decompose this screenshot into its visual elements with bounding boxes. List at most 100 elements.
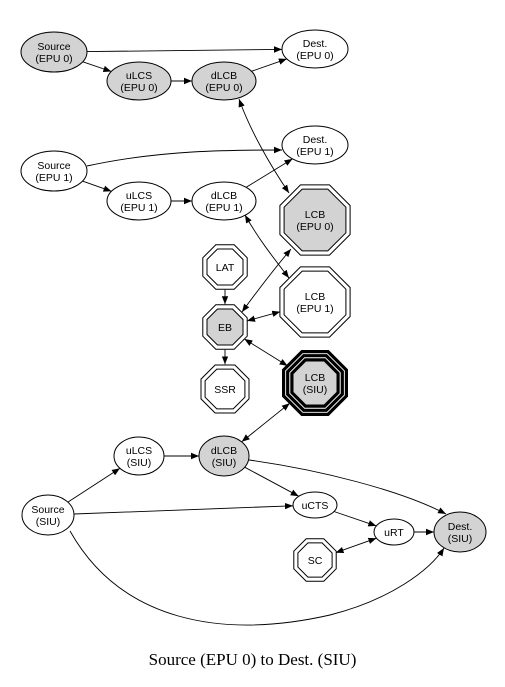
node-urt: uRT bbox=[373, 518, 415, 546]
edge-eb-to-lcb-epu0 bbox=[241, 248, 292, 313]
node-dlcb-epu1: dLCB(EPU 1) bbox=[191, 181, 257, 221]
edge-dlcb-epu0-to-lcb-epu0 bbox=[238, 98, 290, 194]
node-label: LCB bbox=[305, 291, 325, 303]
edge-src-epu1-to-dst-epu1 bbox=[86, 146, 283, 167]
node-label: (EPU 1) bbox=[296, 146, 333, 158]
node-shape-ring bbox=[206, 308, 244, 346]
node-shape-ring bbox=[283, 188, 347, 252]
edge-dlcb-epu0-to-dst-epu0 bbox=[251, 58, 287, 72]
edge-dlcb-siu-to-dst-siu bbox=[248, 459, 447, 515]
node-sc: SC bbox=[293, 538, 337, 582]
node-shape bbox=[20, 150, 88, 192]
node-ucts: uCTS bbox=[292, 491, 338, 519]
edge-src-epu0-to-dst-epu0 bbox=[86, 46, 283, 53]
node-label: Dest. bbox=[303, 38, 328, 50]
node-label: Dest. bbox=[303, 134, 328, 146]
node-label: (EPU 0) bbox=[120, 82, 157, 94]
node-dst-epu1: Dest.(EPU 1) bbox=[281, 125, 349, 165]
node-label: uLCS bbox=[126, 70, 152, 82]
node-shape bbox=[281, 29, 349, 69]
node-label: (EPU 1) bbox=[296, 303, 333, 315]
node-shape-ring bbox=[290, 358, 340, 408]
node-shape-ring bbox=[283, 270, 347, 334]
node-src-epu0: Source(EPU 0) bbox=[20, 31, 88, 73]
node-label: (SIU) bbox=[448, 533, 473, 545]
node-shape bbox=[106, 181, 172, 221]
edge-sc-to-urt bbox=[335, 537, 377, 554]
node-shape-ring bbox=[297, 542, 333, 578]
node-label: uCTS bbox=[302, 500, 329, 512]
edge-src-siu-to-ulcs-siu bbox=[67, 467, 121, 503]
node-shape bbox=[191, 181, 257, 221]
node-src-epu1: Source(EPU 1) bbox=[20, 150, 88, 192]
node-label: (EPU 0) bbox=[296, 221, 333, 233]
node-label: Source bbox=[31, 504, 64, 516]
node-dst-siu: Dest.(SIU) bbox=[433, 511, 487, 553]
node-ulcs-siu: uLCS(SIU) bbox=[113, 436, 165, 476]
dataflow-diagram: Source(EPU 0)Dest.(EPU 0)uLCS(EPU 0)dLCB… bbox=[20, 29, 487, 626]
node-label: Source bbox=[37, 41, 70, 53]
node-label: uLCS bbox=[126, 190, 152, 202]
node-shape bbox=[21, 494, 75, 536]
node-label: uRT bbox=[384, 527, 404, 539]
node-label: dLCB bbox=[211, 445, 237, 457]
edge-src-epu1-to-ulcs-epu1 bbox=[82, 180, 112, 192]
node-label: (EPU 0) bbox=[205, 82, 242, 94]
node-src-siu: Source(SIU) bbox=[21, 494, 75, 536]
node-shape bbox=[198, 435, 250, 477]
node-label: (EPU 0) bbox=[296, 50, 333, 62]
node-label: Source bbox=[37, 160, 70, 172]
node-shape bbox=[373, 518, 415, 546]
node-label: (EPU 0) bbox=[35, 53, 72, 65]
node-label: EB bbox=[218, 322, 232, 334]
node-ulcs-epu1: uLCS(EPU 1) bbox=[106, 181, 172, 221]
node-ulcs-epu0: uLCS(EPU 0) bbox=[106, 61, 172, 101]
node-dlcb-epu0: dLCB(EPU 0) bbox=[191, 61, 257, 101]
edge-dlcb-epu1-to-dst-epu1 bbox=[245, 158, 293, 188]
node-shape bbox=[20, 31, 88, 73]
node-shape bbox=[113, 436, 165, 476]
edge-dlcb-siu-to-ucts bbox=[244, 466, 299, 497]
node-shape-ring bbox=[204, 368, 246, 410]
node-eb: EB bbox=[202, 304, 248, 350]
node-label: (EPU 1) bbox=[205, 202, 242, 214]
node-label: (SIU) bbox=[36, 516, 61, 528]
node-label: LAT bbox=[216, 262, 235, 274]
node-label: (EPU 1) bbox=[35, 172, 72, 184]
node-shape bbox=[191, 61, 257, 101]
edge-ucts-to-urt bbox=[333, 511, 377, 527]
edge-src-siu-to-ucts bbox=[73, 502, 294, 515]
edges bbox=[67, 46, 447, 626]
node-label: LCB bbox=[305, 372, 325, 384]
node-label: Dest. bbox=[448, 521, 473, 533]
node-label: LCB bbox=[305, 209, 325, 221]
node-ssr: SSR bbox=[200, 364, 250, 414]
edge-src-epu0-to-ulcs-epu0 bbox=[82, 61, 112, 72]
node-label: (SIU) bbox=[212, 457, 237, 469]
node-shape bbox=[106, 61, 172, 101]
edge-eb-to-lcb-epu1 bbox=[246, 310, 281, 322]
node-shape-ring bbox=[206, 248, 244, 286]
node-lcb-epu1: LCB(EPU 1) bbox=[279, 266, 351, 338]
node-lat: LAT bbox=[202, 244, 248, 290]
edge-dlcb-siu-to-lcb-siu bbox=[241, 402, 291, 443]
node-label: uLCS bbox=[126, 445, 152, 457]
node-label: (EPU 1) bbox=[120, 202, 157, 214]
node-shape bbox=[292, 491, 338, 519]
edge-src-siu-to-dst-siu bbox=[69, 530, 445, 626]
node-label: (SIU) bbox=[127, 457, 152, 469]
node-label: dLCB bbox=[211, 70, 237, 82]
node-lcb-epu0: LCB(EPU 0) bbox=[279, 184, 351, 256]
node-label: SSR bbox=[214, 384, 236, 396]
nodes: Source(EPU 0)Dest.(EPU 0)uLCS(EPU 0)dLCB… bbox=[20, 29, 487, 582]
node-dlcb-siu: dLCB(SIU) bbox=[198, 435, 250, 477]
node-lcb-siu: LCB(SIU) bbox=[282, 350, 348, 416]
node-label: SC bbox=[308, 555, 323, 567]
node-shape bbox=[281, 125, 349, 165]
node-label: (SIU) bbox=[303, 384, 328, 396]
edge-eb-to-lcb-siu bbox=[244, 338, 288, 367]
diagram-caption: Source (EPU 0) to Dest. (SIU) bbox=[148, 650, 357, 669]
node-shape bbox=[433, 511, 487, 553]
node-dst-epu0: Dest.(EPU 0) bbox=[281, 29, 349, 69]
node-label: dLCB bbox=[211, 190, 237, 202]
